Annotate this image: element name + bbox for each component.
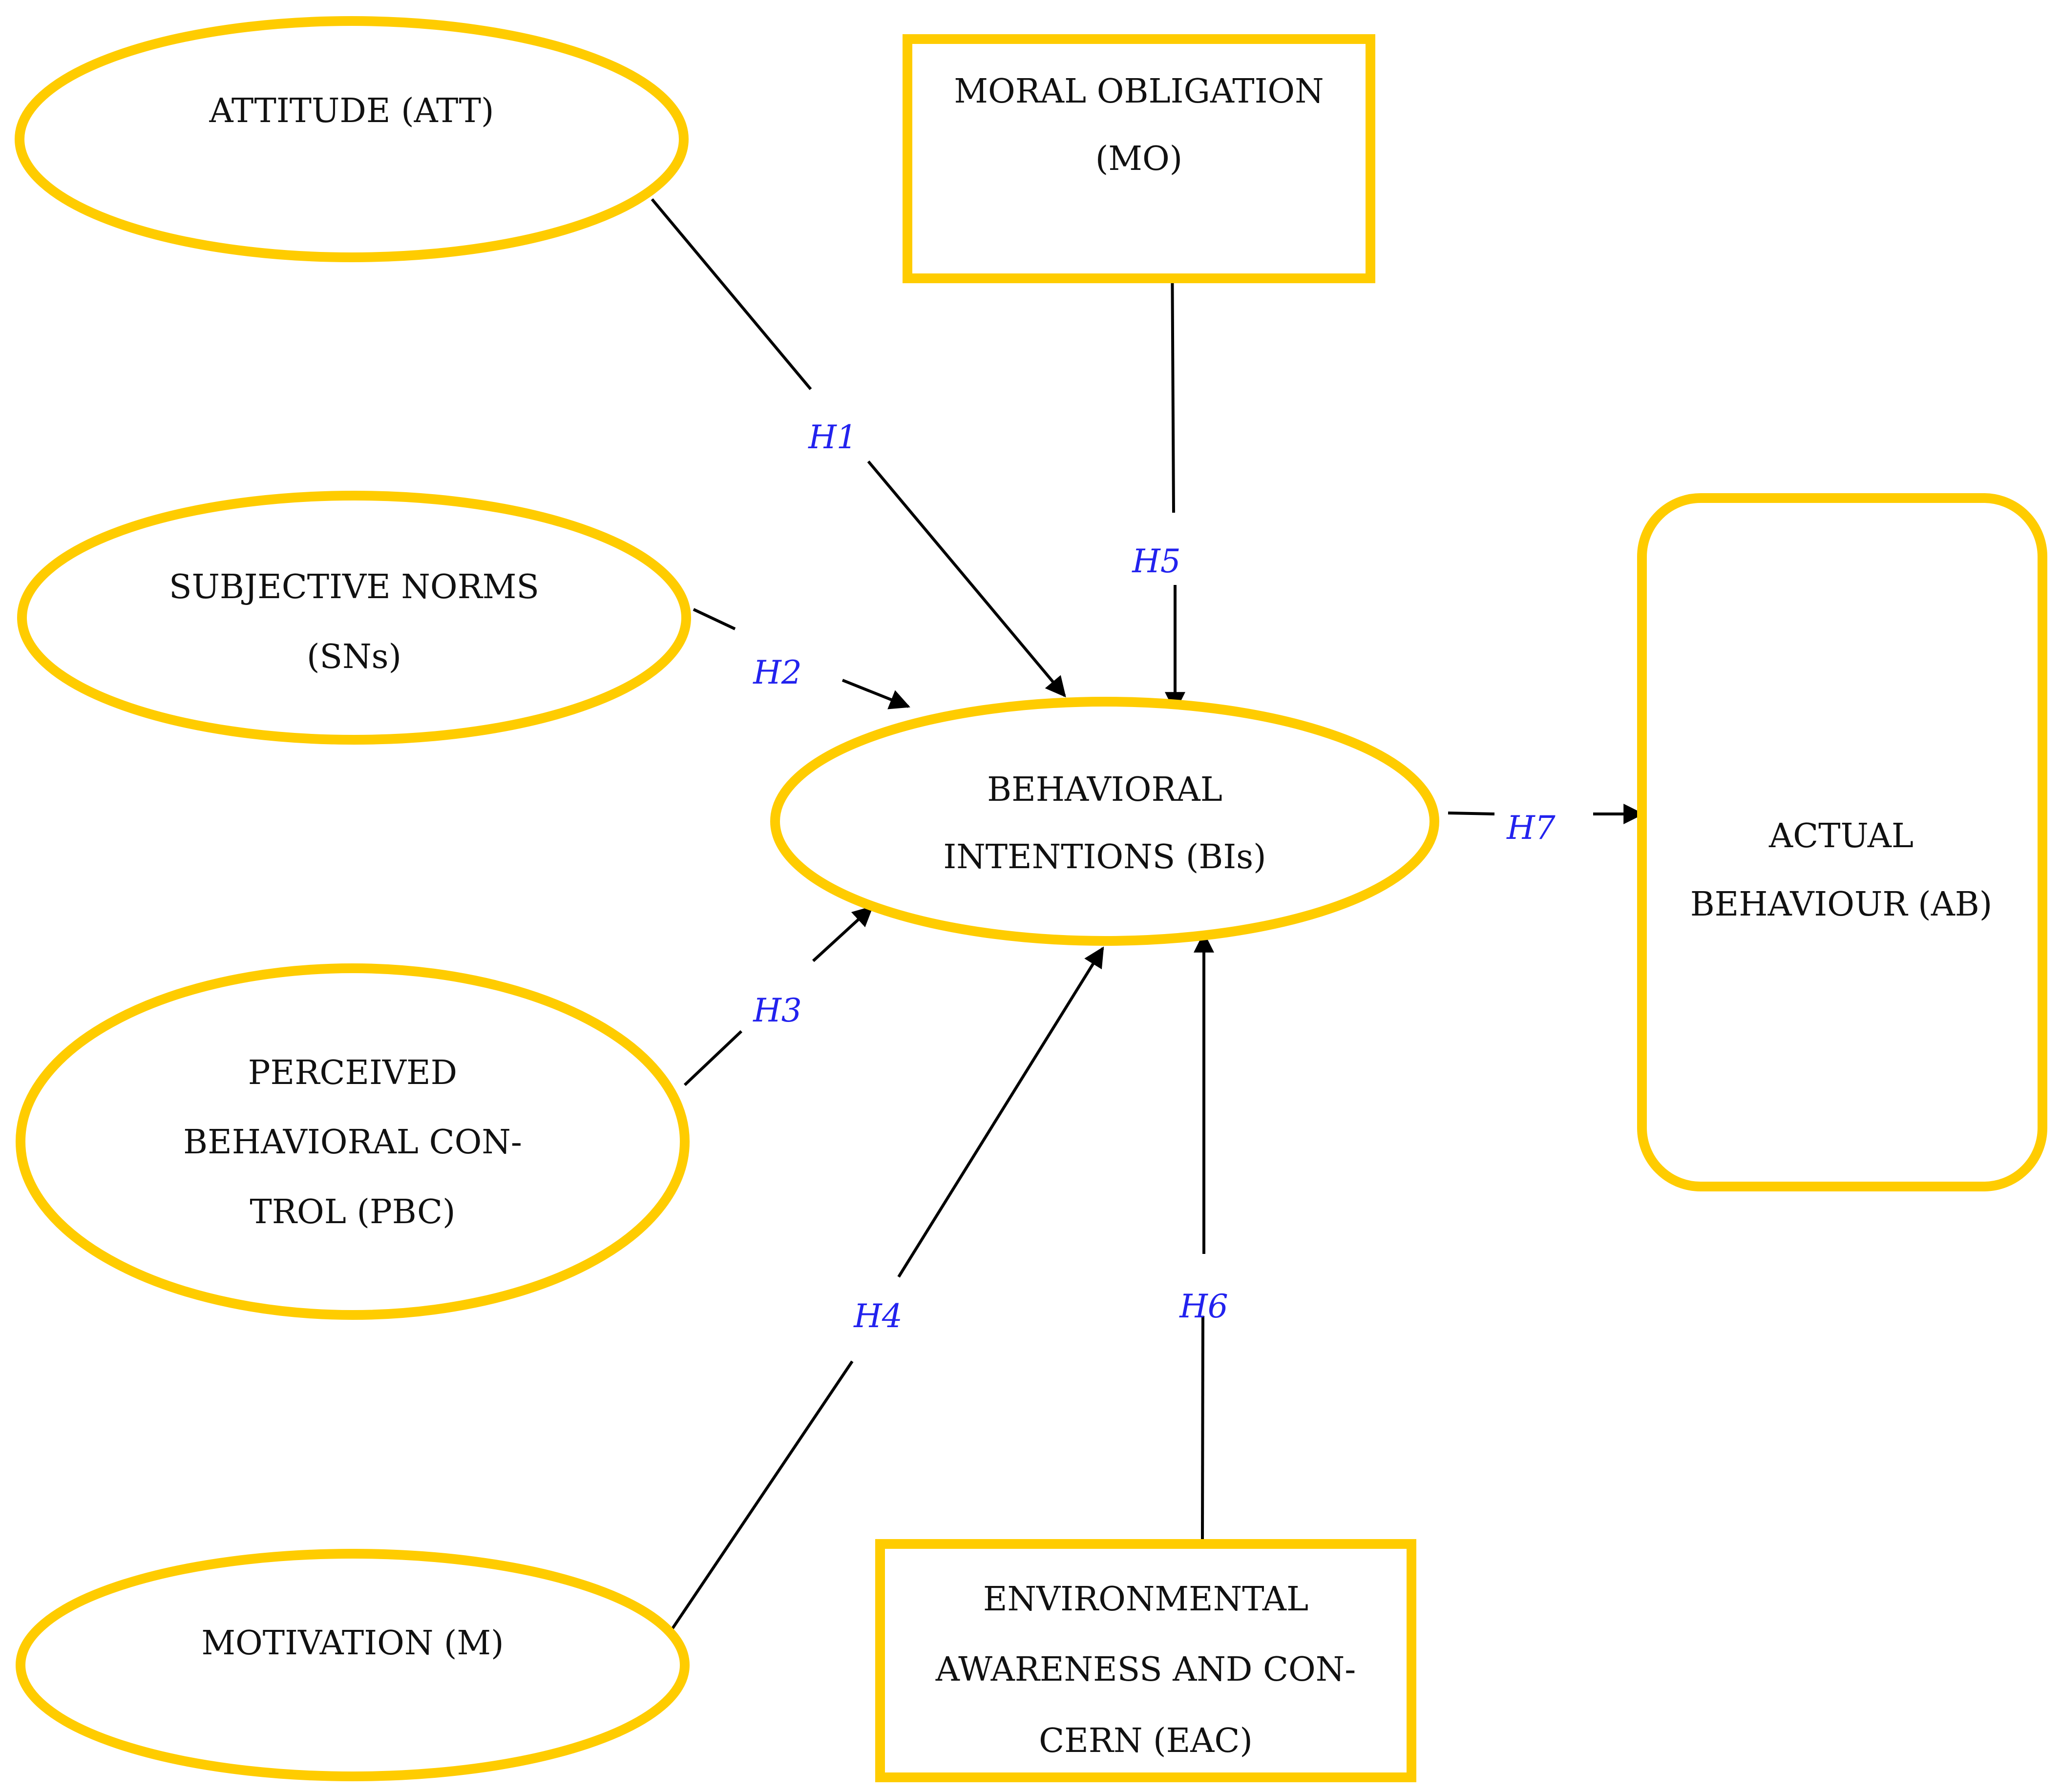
- edge-h1-segment-2: [867, 460, 1066, 698]
- edge-h5: H5: [1132, 245, 1185, 713]
- edge-h4-segment-2: [897, 946, 1104, 1278]
- node-motivation: MOTIVATION (M): [16, 1549, 690, 1781]
- node-behavioral-intentions: BEHAVIORAL INTENTIONS (BIs): [770, 697, 1439, 946]
- node-moral-obligation-line-1: MORAL OBLIGATION: [954, 72, 1324, 111]
- edge-h1: H1: [651, 198, 1066, 698]
- edge-h2: H2: [693, 608, 910, 709]
- edge-h3-segment-2: [812, 906, 874, 962]
- edge-label-h4: H4: [853, 1297, 903, 1335]
- node-actual-behaviour: ACTUAL BEHAVIOUR (AB): [1637, 493, 2047, 1191]
- node-perceived-behavioral-control: PERCEIVED BEHAVIORAL CON- TROL (PBC): [16, 963, 690, 1320]
- edge-h3-segment-1: [683, 1030, 743, 1086]
- node-subjective-norms: SUBJECTIVE NORMS (SNs): [17, 491, 691, 745]
- node-actual-behaviour-shape: [1637, 493, 2047, 1191]
- node-moral-obligation-line-2: (MO): [1095, 140, 1182, 178]
- node-pbc-line-2: BEHAVIORAL CON-: [183, 1123, 522, 1162]
- edge-label-h1: H1: [808, 418, 857, 456]
- node-behavioral-intentions-line-2: INTENTIONS (BIs): [943, 838, 1266, 876]
- node-behavioral-intentions-shape: [770, 697, 1439, 946]
- node-subjective-norms-shape: [17, 491, 691, 745]
- edge-h7: H7: [1448, 804, 1644, 847]
- node-behavioral-intentions-line-1: BEHAVIORAL: [987, 771, 1222, 809]
- edge-h1-segment-1: [651, 198, 812, 390]
- edge-h3: H3: [683, 906, 874, 1086]
- edge-h4-segment-1: [670, 1360, 854, 1631]
- edge-h2-segment-2: [841, 679, 910, 709]
- node-pbc-line-3: TROL (PBC): [250, 1193, 455, 1231]
- node-eac-line-3: CERN (EAC): [1039, 1722, 1253, 1760]
- node-attitude: ATTITUDE (ATT): [15, 16, 689, 262]
- edge-h5-segment-1: [1171, 245, 1175, 513]
- node-perceived-behavioral-control-shape: [16, 963, 690, 1320]
- node-attitude-shape: [15, 16, 689, 262]
- edge-label-h5: H5: [1132, 542, 1181, 580]
- node-moral-obligation-shape: [903, 34, 1375, 283]
- node-motivation-line-1: MOTIVATION (M): [201, 1624, 504, 1663]
- node-actual-behaviour-line-2: BEHAVIOUR (AB): [1690, 885, 1993, 924]
- node-motivation-shape: [16, 1549, 690, 1781]
- node-eac-line-1: ENVIRONMENTAL: [983, 1580, 1308, 1619]
- edge-h4: H4: [670, 946, 1104, 1631]
- node-subjective-norms-line-1: SUBJECTIVE NORMS: [169, 568, 539, 606]
- node-pbc-line-1: PERCEIVED: [248, 1054, 457, 1092]
- node-actual-behaviour-line-1: ACTUAL: [1768, 817, 1914, 855]
- node-subjective-norms-line-2: (SNs): [307, 638, 401, 676]
- node-environmental-awareness: ENVIRONMENTAL AWARENESS AND CON- CERN (E…: [875, 1539, 1416, 1782]
- node-environmental-awareness-shape: [875, 1539, 1416, 1782]
- edge-label-h6: H6: [1179, 1288, 1228, 1325]
- edge-label-h7: H7: [1506, 809, 1556, 847]
- edge-h6: H6: [1179, 932, 1228, 1540]
- edge-h7-segment-1: [1448, 812, 1495, 815]
- edge-label-h2: H2: [753, 654, 802, 691]
- node-moral-obligation: MORAL OBLIGATION (MO): [903, 34, 1375, 283]
- edge-h2-segment-1: [693, 608, 736, 630]
- edge-label-h3: H3: [753, 992, 802, 1029]
- edge-h6-segment-1: [1201, 1315, 1204, 1540]
- node-attitude-line-1: ATTITUDE (ATT): [209, 92, 494, 130]
- node-eac-line-2: AWARENESS AND CON-: [935, 1650, 1356, 1689]
